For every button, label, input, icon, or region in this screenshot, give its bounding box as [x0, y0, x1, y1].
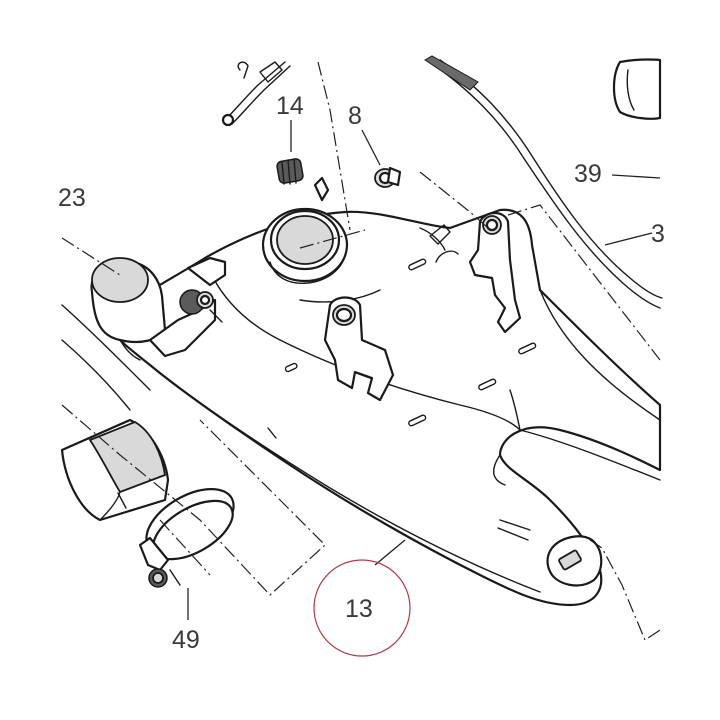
leader-39	[611, 174, 661, 179]
callout-14[interactable]: 14	[276, 92, 304, 120]
callout-49[interactable]: 49	[172, 626, 200, 654]
right-bracket	[429, 211, 522, 334]
throttle-cable	[221, 61, 291, 127]
swingarm-body	[108, 208, 662, 607]
part-8-washer	[374, 166, 402, 188]
reference-lines	[61, 61, 661, 641]
exhaust-pipe	[60, 304, 170, 522]
callout-3[interactable]: 3	[651, 220, 665, 248]
center-bracket	[323, 296, 395, 402]
airbox-housing-right	[612, 58, 662, 120]
shock-mount-assembly	[148, 256, 227, 358]
callout-8[interactable]: 8	[348, 102, 362, 130]
filler-neck	[261, 207, 349, 285]
leader-lines	[187, 120, 661, 620]
leader-13	[374, 539, 406, 566]
cable-end-cap	[221, 113, 235, 127]
axle-bolt	[558, 549, 582, 571]
callout-13[interactable]: 13	[345, 595, 373, 623]
cable-top-right	[424, 55, 663, 309]
leader-3	[604, 232, 653, 246]
callout-13-highlight-circle	[313, 559, 411, 657]
leader-8	[361, 129, 381, 166]
callout-23[interactable]: 23	[58, 184, 86, 212]
part-14-spring	[276, 158, 304, 185]
part-49-clamp	[138, 487, 235, 588]
axle-bracket	[546, 535, 603, 587]
callout-39[interactable]: 39	[574, 160, 602, 188]
part-23-cylinder	[90, 257, 167, 361]
hose-clip-small	[313, 176, 330, 202]
